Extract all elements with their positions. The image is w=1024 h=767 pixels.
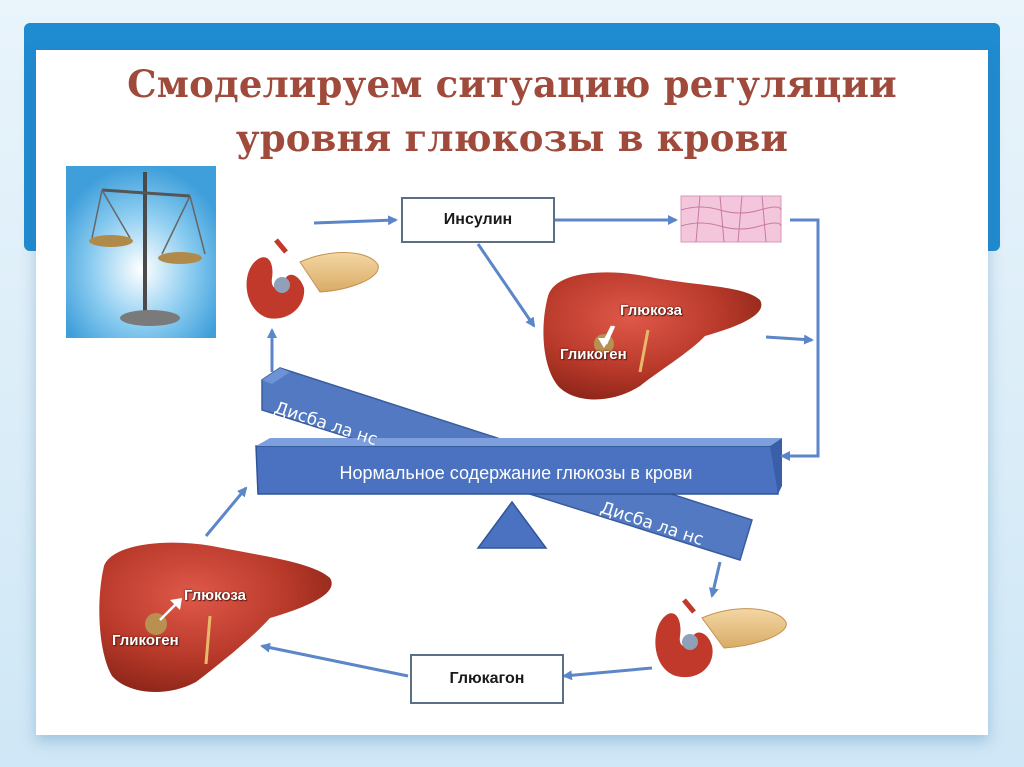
insulin-box: Инсулин (401, 197, 555, 243)
seesaw (255, 367, 782, 561)
glucagon-box: Глюкагон (410, 654, 564, 704)
normal-glucose-label: Нормальное содержание глюкозы в крови (339, 462, 693, 483)
liver-icon (99, 542, 332, 693)
pancreas-icon (246, 238, 379, 319)
liver-top-glycogen: Гликоген (560, 346, 627, 363)
slide-title-line2: уровня глюкозы в крови (235, 116, 789, 160)
slide-title-line1: Смоделируем ситуацию регуляции (127, 62, 897, 106)
fulcrum-icon (476, 500, 548, 549)
scales-icon (66, 166, 216, 338)
pancreas-icon (655, 598, 787, 678)
liver-bottom-glucose: Глюкоза (184, 587, 246, 604)
liver-bottom-glycogen: Гликоген (112, 632, 179, 649)
flow-arrows (204, 215, 820, 681)
liver-top-glucose: Глюкоза (620, 302, 682, 319)
cells-icon (680, 195, 782, 243)
